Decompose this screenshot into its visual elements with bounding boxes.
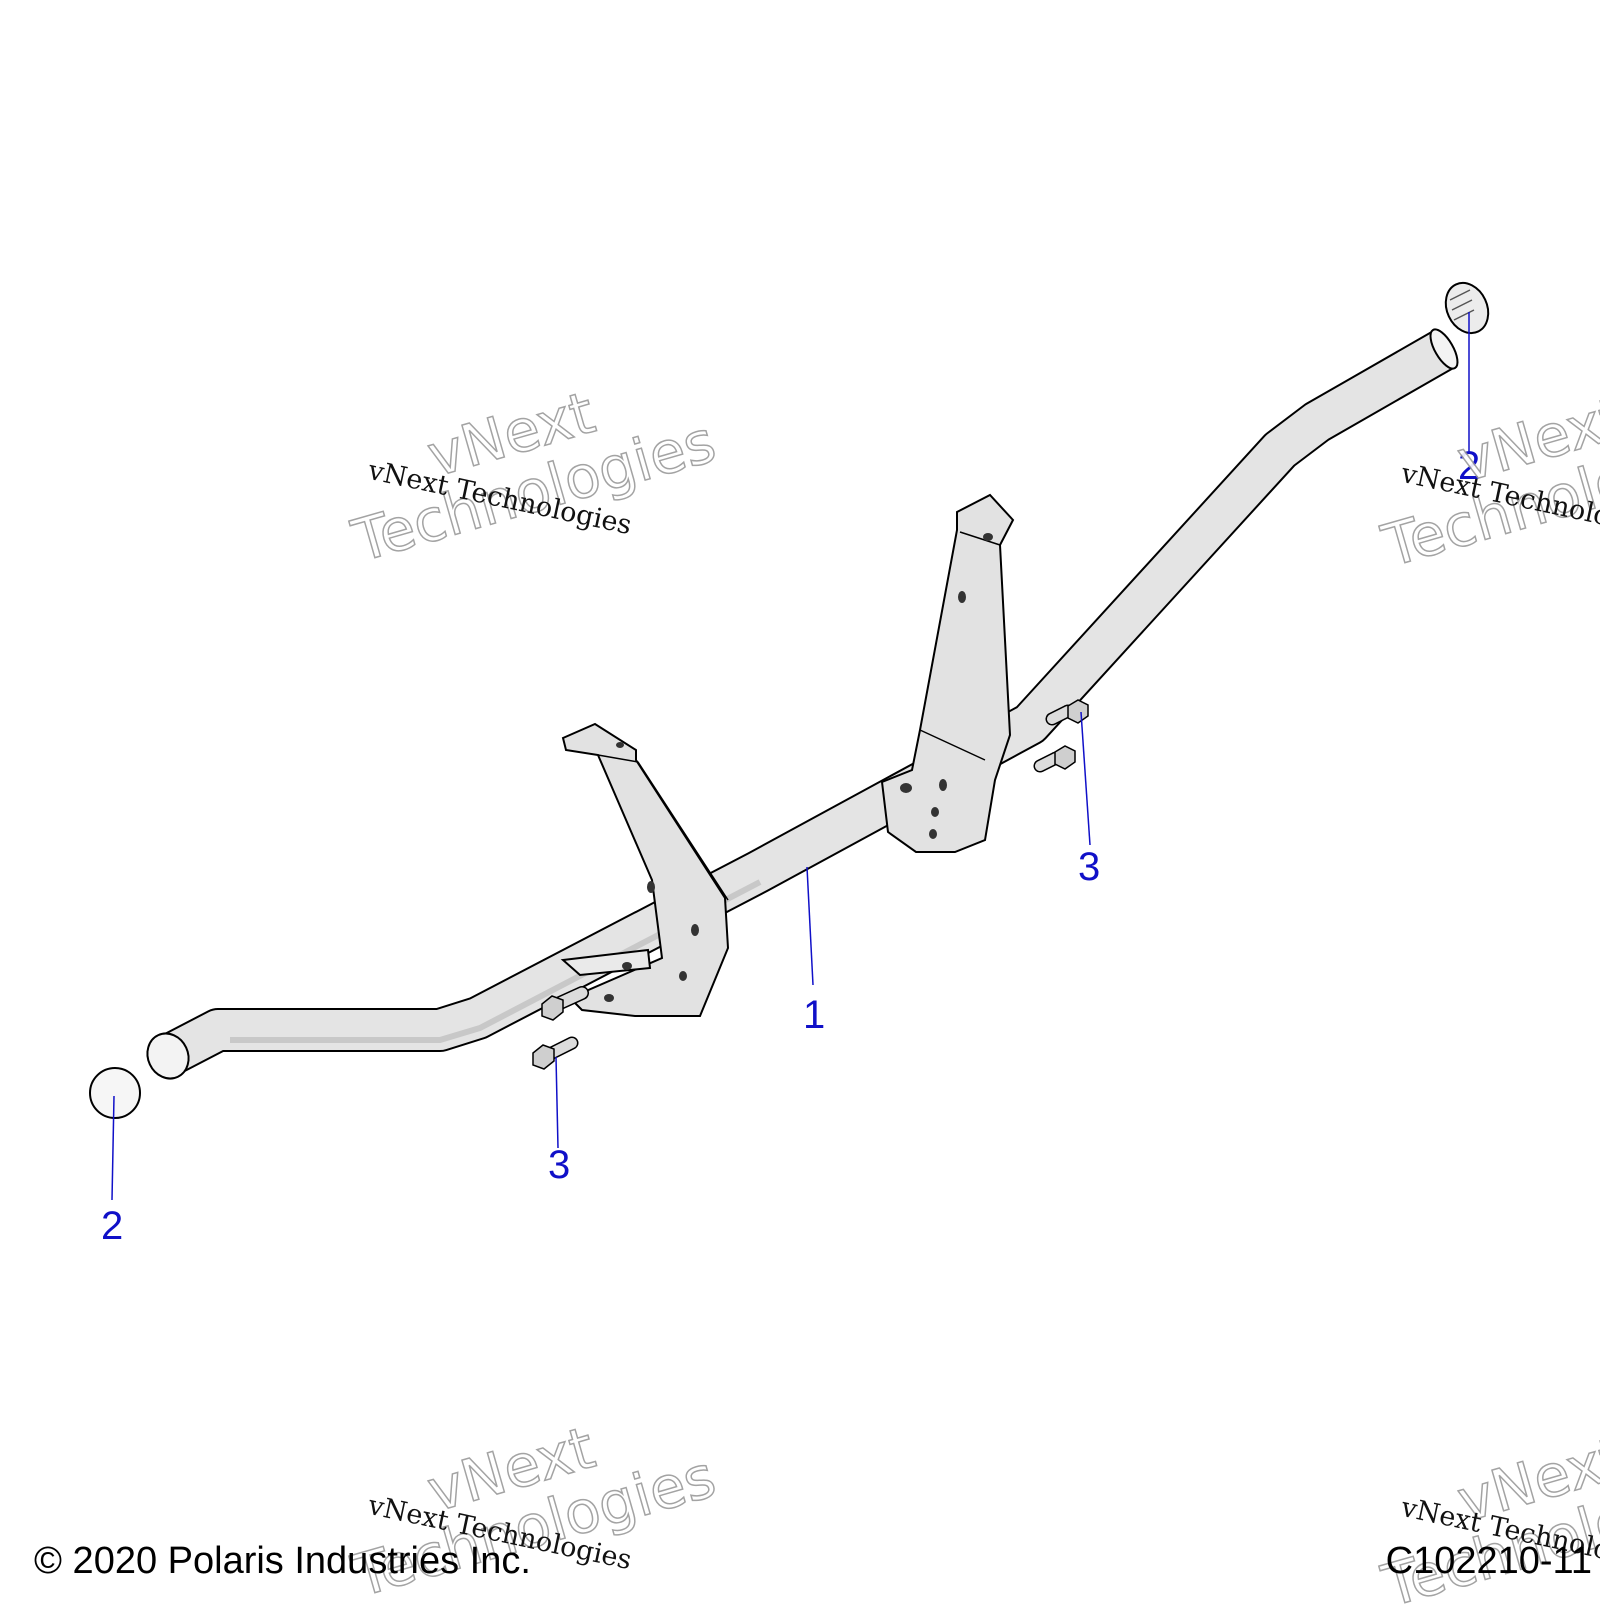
left-end-cap: [89, 1067, 141, 1119]
bolt-right-upper: [1045, 699, 1089, 726]
bolt-left-lower: [532, 1036, 579, 1070]
bolt-right-lower: [1033, 745, 1076, 773]
leader-1: [806, 866, 814, 986]
illustration-code: C102210-11: [1385, 1540, 1592, 1582]
leader-3-right: [1080, 711, 1091, 846]
leader-2-left: [111, 1095, 115, 1201]
callout-2-left: 2: [101, 1204, 124, 1248]
callout-3-left: 3: [548, 1143, 571, 1187]
copyright-text: © 2020 Polaris Industries Inc.: [34, 1540, 531, 1582]
callout-2-right: 2: [1458, 444, 1481, 488]
bolt-left-upper: [541, 986, 589, 1021]
leader-lines: [111, 312, 1470, 1201]
right-mounting-bracket: [880, 493, 1015, 853]
left-mounting-bracket: [560, 722, 730, 1017]
callout-3-right: 3: [1078, 845, 1101, 889]
leader-3-left: [555, 1056, 559, 1149]
bumper-tube: [146, 328, 1459, 1080]
right-end-cap: [1444, 281, 1490, 335]
callout-1: 1: [803, 993, 826, 1037]
